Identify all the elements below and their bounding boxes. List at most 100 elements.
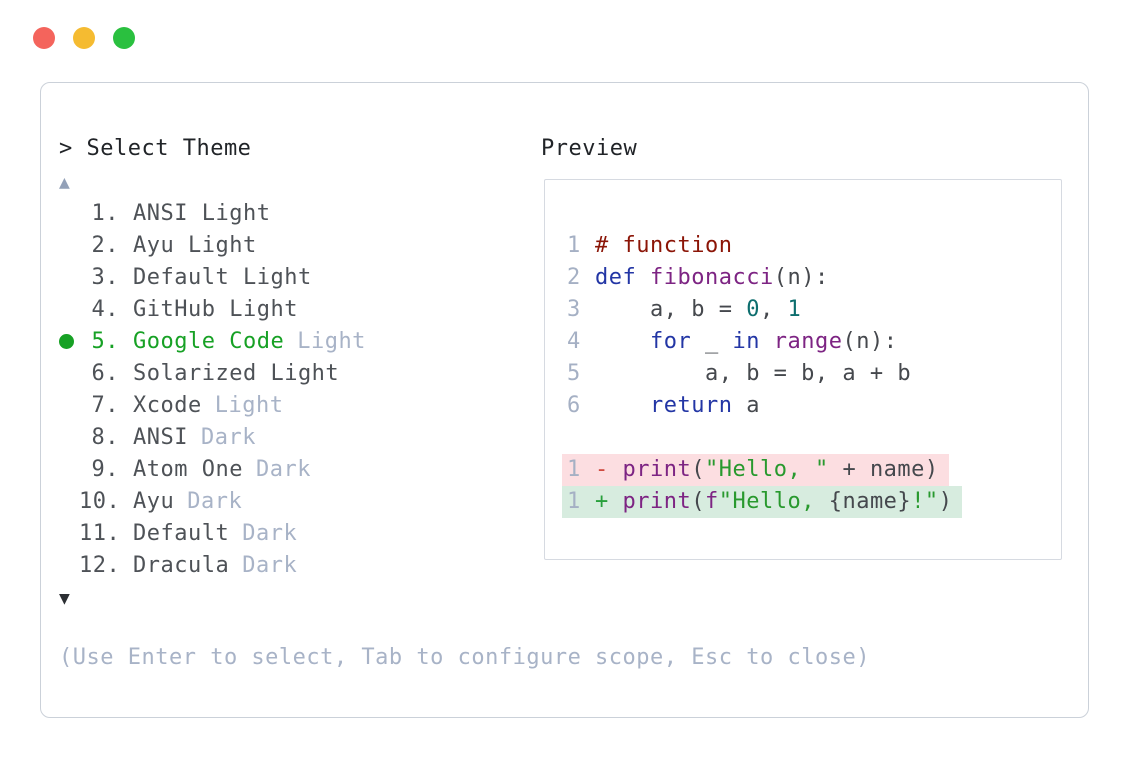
code-token: 0 bbox=[746, 297, 760, 322]
diff-removed-line: 1- print("Hello, " + name) bbox=[562, 454, 949, 486]
code-token: print bbox=[622, 457, 692, 482]
theme-item[interactable]: 4.GitHub Light bbox=[59, 293, 366, 325]
theme-item-number: 3. bbox=[91, 264, 119, 290]
theme-item-name: Google Code bbox=[133, 328, 285, 354]
theme-item-number: 2. bbox=[91, 232, 119, 258]
select-theme-prompt: > Select Theme bbox=[59, 136, 252, 161]
theme-item-number: 5. bbox=[91, 328, 119, 354]
code-line: 1 # function bbox=[567, 230, 732, 262]
theme-item-name: Ayu bbox=[133, 488, 175, 514]
code-token: , bbox=[759, 297, 788, 322]
selected-bullet-icon bbox=[59, 333, 79, 349]
zoom-button[interactable] bbox=[113, 27, 135, 49]
code-token: ( bbox=[691, 457, 705, 482]
theme-item-number: 4. bbox=[91, 296, 119, 322]
scroll-up-icon[interactable]: ▲ bbox=[59, 172, 71, 193]
code-line: 2 def fibonacci(n): bbox=[567, 262, 829, 294]
theme-item-tag: Light bbox=[214, 392, 284, 418]
selected-dot-icon bbox=[59, 333, 74, 349]
theme-item-number: 1. bbox=[91, 200, 119, 226]
code-token: ) bbox=[938, 489, 953, 514]
theme-item-name: Xcode bbox=[133, 392, 202, 418]
theme-item[interactable]: 1. ANSI Light bbox=[59, 197, 366, 229]
code-token bbox=[636, 265, 650, 290]
line-number: 1 bbox=[567, 489, 581, 514]
line-number: 2 bbox=[567, 265, 581, 290]
code-token: + bbox=[595, 489, 623, 514]
code-token: + name) bbox=[828, 457, 939, 482]
theme-item-name: Default bbox=[133, 520, 230, 546]
theme-item-number: 8. bbox=[91, 424, 119, 450]
theme-item-name: Ayu Light bbox=[133, 232, 257, 258]
code-token: f bbox=[704, 489, 719, 514]
code-line: 4 for _ in range(n): bbox=[567, 326, 897, 358]
line-number: 3 bbox=[567, 297, 581, 322]
code-token: 1 bbox=[787, 297, 802, 322]
line-number: 1 bbox=[567, 233, 581, 258]
code-token: _ bbox=[691, 329, 733, 354]
code-line: 5 a, b = b, a + b bbox=[567, 358, 911, 390]
diff-added-line: 1+ print(f"Hello, {name}!") bbox=[562, 486, 963, 518]
code-token: (n): bbox=[842, 329, 898, 354]
traffic-lights bbox=[33, 27, 135, 49]
code-token: fibonacci bbox=[650, 265, 774, 290]
code-line: 6 return a bbox=[567, 390, 760, 422]
theme-item-tag: Dark bbox=[255, 456, 311, 482]
theme-item[interactable]: 10. Ayu Dark bbox=[59, 485, 366, 517]
code-token: print bbox=[622, 489, 692, 514]
theme-item-number: 11. bbox=[79, 520, 121, 546]
code-token: (n): bbox=[773, 265, 829, 290]
code-token: {name} bbox=[828, 489, 912, 514]
code-token: return bbox=[649, 393, 733, 418]
theme-item[interactable]: 9. Atom One Dark bbox=[59, 453, 366, 485]
code-token: a, b = b, a + b bbox=[595, 361, 912, 386]
code-token: def bbox=[595, 265, 637, 290]
code-token: "Hello, bbox=[718, 489, 829, 514]
code-token: # function bbox=[595, 233, 733, 258]
theme-selector-window: > Select Theme ▲ 1. ANSI Light 2. Ayu Light… bbox=[40, 82, 1089, 718]
theme-item-name: ANSI bbox=[133, 424, 188, 450]
theme-item-number: 12. bbox=[79, 552, 121, 578]
theme-item-number: 10. bbox=[79, 488, 121, 514]
code-token bbox=[595, 393, 650, 418]
theme-item[interactable]: 11. Default Dark bbox=[59, 517, 366, 549]
minimize-button[interactable] bbox=[73, 27, 95, 49]
code-token bbox=[760, 329, 774, 354]
theme-item[interactable]: 12. Dracula Dark bbox=[59, 549, 366, 581]
theme-item-tag: Dark bbox=[242, 552, 298, 578]
theme-item-tag: Dark bbox=[187, 488, 243, 514]
code-token: !" bbox=[911, 489, 939, 514]
theme-item-tag: Dark bbox=[200, 424, 256, 450]
theme-item-name: Dracula bbox=[133, 552, 230, 578]
scroll-down-icon[interactable]: ▼ bbox=[59, 588, 71, 609]
theme-item-tag: Dark bbox=[242, 520, 298, 546]
theme-item[interactable]: 2. Ayu Light bbox=[59, 229, 366, 261]
close-button[interactable] bbox=[33, 27, 55, 49]
theme-item-name: ANSI Light bbox=[133, 200, 271, 226]
code-token: - bbox=[595, 457, 623, 482]
theme-item[interactable]: 6. Solarized Light bbox=[59, 357, 366, 389]
code-token: a, b = bbox=[595, 297, 747, 322]
code-token: range bbox=[773, 329, 843, 354]
code-line bbox=[567, 422, 595, 454]
code-token: "Hello, " bbox=[704, 457, 829, 482]
theme-item-name: Solarized Light bbox=[133, 360, 340, 386]
preview-title: Preview bbox=[541, 136, 638, 161]
theme-item[interactable]: 8. ANSI Dark bbox=[59, 421, 366, 453]
theme-item-number: 7. bbox=[91, 392, 119, 418]
code-token: in bbox=[732, 329, 760, 354]
theme-item-number: 6. bbox=[91, 360, 119, 386]
theme-item-number: 9. bbox=[91, 456, 119, 482]
code-token: a bbox=[732, 393, 760, 418]
code-token: for bbox=[649, 329, 692, 354]
theme-item[interactable]: 7. Xcode Light bbox=[59, 389, 366, 421]
line-number: 5 bbox=[567, 361, 581, 386]
help-text: (Use Enter to select, Tab to configure s… bbox=[59, 645, 870, 670]
theme-item[interactable]: 3.Default Light bbox=[59, 261, 366, 293]
code-token bbox=[595, 329, 650, 354]
theme-item-name: Atom One bbox=[133, 456, 243, 482]
